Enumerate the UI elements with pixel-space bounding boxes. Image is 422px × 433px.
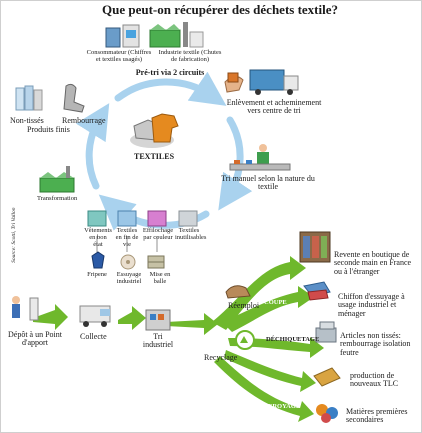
outcome-raw-materials: Matières premières secondaires — [346, 407, 408, 425]
category-bins — [87, 210, 198, 227]
category-connectors — [96, 236, 158, 252]
industry-label: Industrie textile (Chutes de fabrication… — [158, 49, 222, 63]
outcome-secondhand: Revente en boutique de seconde main en F… — [334, 250, 412, 276]
category-unusable: Textiles inutilisables — [175, 227, 207, 241]
category-good-condition: Vêtements en bon état — [84, 227, 112, 248]
sorting-facility-icon — [145, 309, 171, 331]
padding-label: Rembourrage — [62, 116, 106, 125]
pretri-label: Pré-tri via 2 circuits — [135, 68, 205, 77]
reemploi-label: Réemploi — [228, 301, 260, 310]
transformation-label: Transformation — [37, 195, 78, 202]
item-mise-en-balle: Mise en balle — [149, 271, 171, 285]
collecte-label: Collecte — [80, 332, 107, 341]
outcome-rags: Chiffon d'essuyage à usage industriel et… — [338, 292, 405, 318]
flow-green-arrows — [33, 256, 324, 422]
category-end-of-life: Textiles en fin de vie — [115, 227, 139, 248]
collection-hands-icon — [224, 72, 244, 93]
textiles-pile-icon — [130, 113, 179, 148]
nonwoven-articles-icon — [315, 321, 337, 343]
collection-van-icon — [79, 305, 111, 327]
category-items — [91, 251, 165, 270]
item-fripene: Fripene — [87, 271, 107, 278]
category-fraying: Effilochage par couleur — [142, 227, 174, 241]
source-credit: Source: Scotti, Tri Vallon — [11, 207, 18, 263]
manual-sort-label: Tri manuel selon la nature du textile — [221, 174, 315, 192]
textiles-center-label: TEXTILES — [134, 152, 175, 161]
item-essuyage: Essuyage industriel — [116, 271, 142, 285]
manual-sorting-icon — [229, 144, 291, 171]
outcome-new-tlc: production de nouveaux TLC — [350, 371, 399, 389]
nonwoven-bales-icon — [15, 85, 43, 111]
broyage-label: BROYAGE — [268, 403, 301, 410]
coupe-label: COUPE — [264, 299, 287, 306]
outcome-nonwoven: Articles non tissés: rembourrage isolati… — [340, 331, 411, 357]
transformation-factory-icon — [39, 166, 75, 193]
tri-industriel-label: Tri industriel — [142, 332, 174, 350]
page-title: Que peut-on récupérer des déchets textil… — [102, 2, 338, 17]
nonwoven-label: Non-tissés — [10, 116, 44, 125]
depot-label: Dépôt à un Point d'apport — [8, 330, 62, 348]
raw-materials-icon — [316, 404, 338, 423]
recycling-symbol — [235, 330, 255, 350]
finished-products-label: Produits finis — [27, 125, 70, 134]
recyclage-label: Recyclage — [204, 353, 238, 362]
consumer-label: Consommateur (Chiffres et textiles usagé… — [86, 49, 152, 63]
wiping-rags-icon — [303, 281, 331, 301]
dechiquetage-label: DÉCHIQUETAGE — [266, 336, 320, 343]
depot-person-icon — [12, 296, 39, 321]
secondhand-shop-icon — [299, 231, 331, 263]
car-seat-icon — [63, 83, 85, 113]
consumer-icon — [105, 24, 140, 48]
truck-icon — [249, 69, 299, 95]
new-textiles-icon — [313, 367, 341, 387]
reuse-shoe-icon — [225, 285, 251, 299]
collection-transport-label: Enlèvement et acheminement vers centre d… — [226, 98, 322, 116]
factory-icon — [149, 22, 204, 48]
